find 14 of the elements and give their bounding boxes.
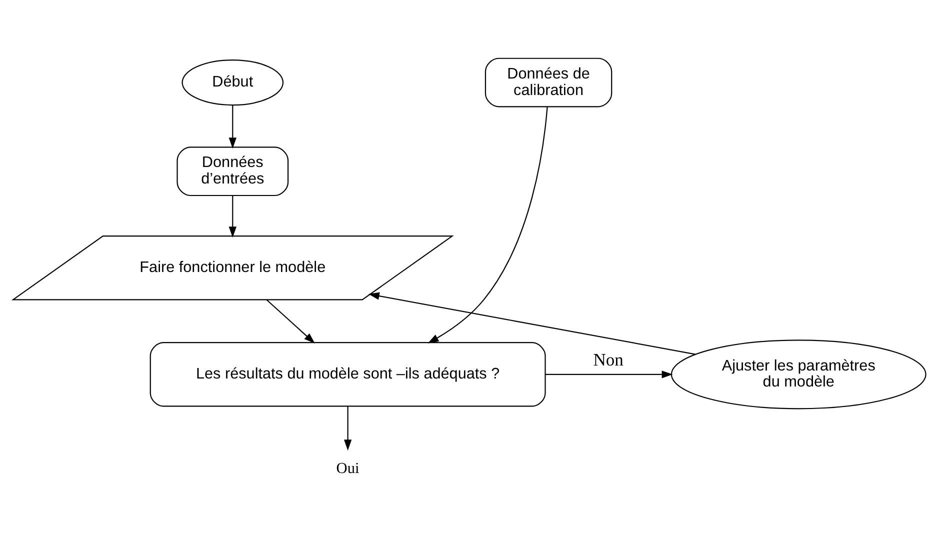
node-box: Données de calibration [484,58,612,108]
node-ellipse: Ajuster les paramètres du modèle [670,340,926,410]
node-box: Données d’entrées [176,146,289,196]
node-ellipse: Début [182,59,284,106]
arrow [344,406,352,451]
node-box: Les résultats du modèle sont –ils adéquats ? [150,342,546,407]
arrow [428,106,548,344]
arrow [546,370,673,378]
arrow [228,196,236,238]
arrow [228,105,236,149]
arrow [368,292,696,355]
node-text: Oui [336,460,360,477]
edge-label: Non [593,349,624,370]
arrow [266,299,315,344]
